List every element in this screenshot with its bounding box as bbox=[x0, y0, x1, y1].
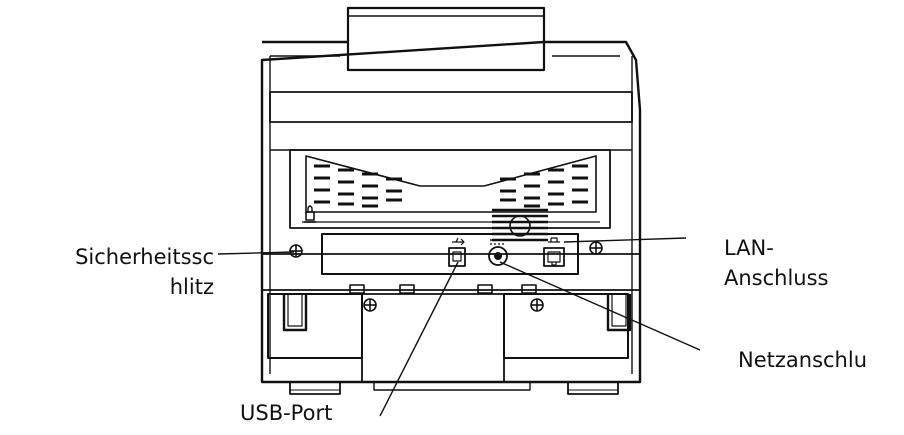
screw-icon bbox=[289, 241, 603, 312]
usb-port-icon bbox=[448, 237, 466, 267]
label-security-slot-line1: Sicherheitssc bbox=[75, 245, 214, 269]
lan-port-icon bbox=[543, 237, 565, 267]
bottom-tray-right bbox=[503, 293, 632, 359]
security-slot-icon bbox=[304, 205, 316, 223]
connector-panel bbox=[321, 233, 579, 275]
leader-lan bbox=[563, 237, 687, 243]
leader-security bbox=[217, 251, 295, 255]
leader-power bbox=[499, 261, 701, 351]
label-security-slot-line2: hlitz bbox=[169, 275, 214, 299]
label-usb-port: USB-Port bbox=[240, 401, 333, 425]
power-port-icon bbox=[488, 239, 508, 266]
vent-panel bbox=[289, 149, 611, 229]
leader-usb bbox=[379, 261, 459, 417]
label-security-slot: Sicherheitssc hlitz bbox=[0, 242, 214, 302]
label-lan-port-line1: LAN- bbox=[724, 236, 774, 260]
fan-grille bbox=[492, 208, 548, 242]
label-lan-port-line2: Anschluss bbox=[724, 266, 829, 290]
label-lan-port: LAN- Anschluss bbox=[724, 233, 829, 293]
bottom-tray-left bbox=[267, 293, 363, 359]
base-plate bbox=[289, 293, 619, 395]
paper-feeder bbox=[346, 6, 546, 72]
label-power-port: Netzanschlu bbox=[738, 348, 868, 372]
leader-lines bbox=[217, 237, 701, 417]
